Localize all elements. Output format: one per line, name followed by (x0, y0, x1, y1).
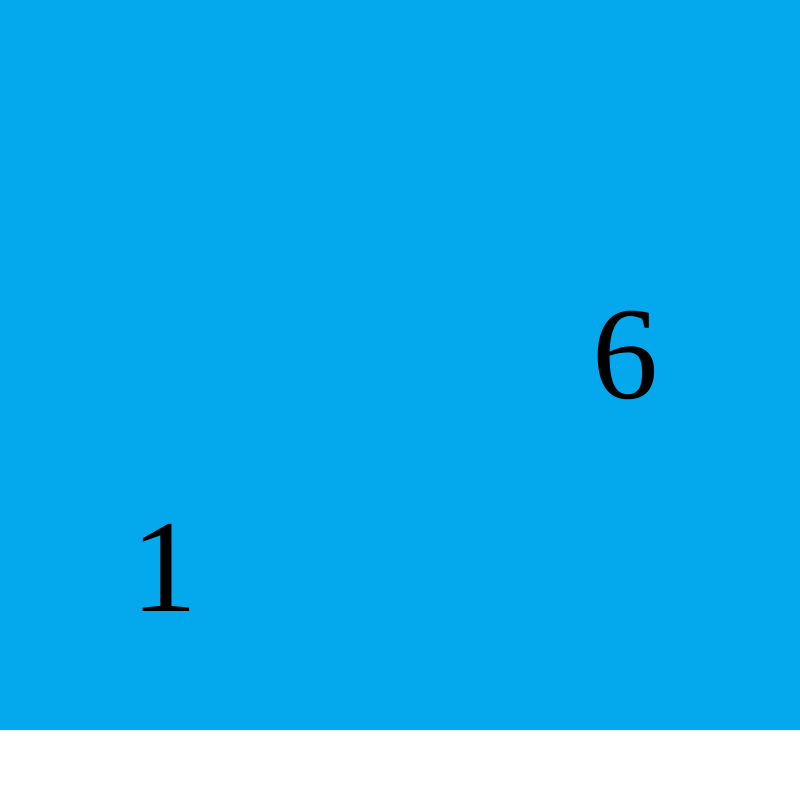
blue-background-panel (0, 0, 800, 730)
numeral-six: 6 (592, 280, 658, 427)
numeral-one: 1 (131, 493, 197, 640)
